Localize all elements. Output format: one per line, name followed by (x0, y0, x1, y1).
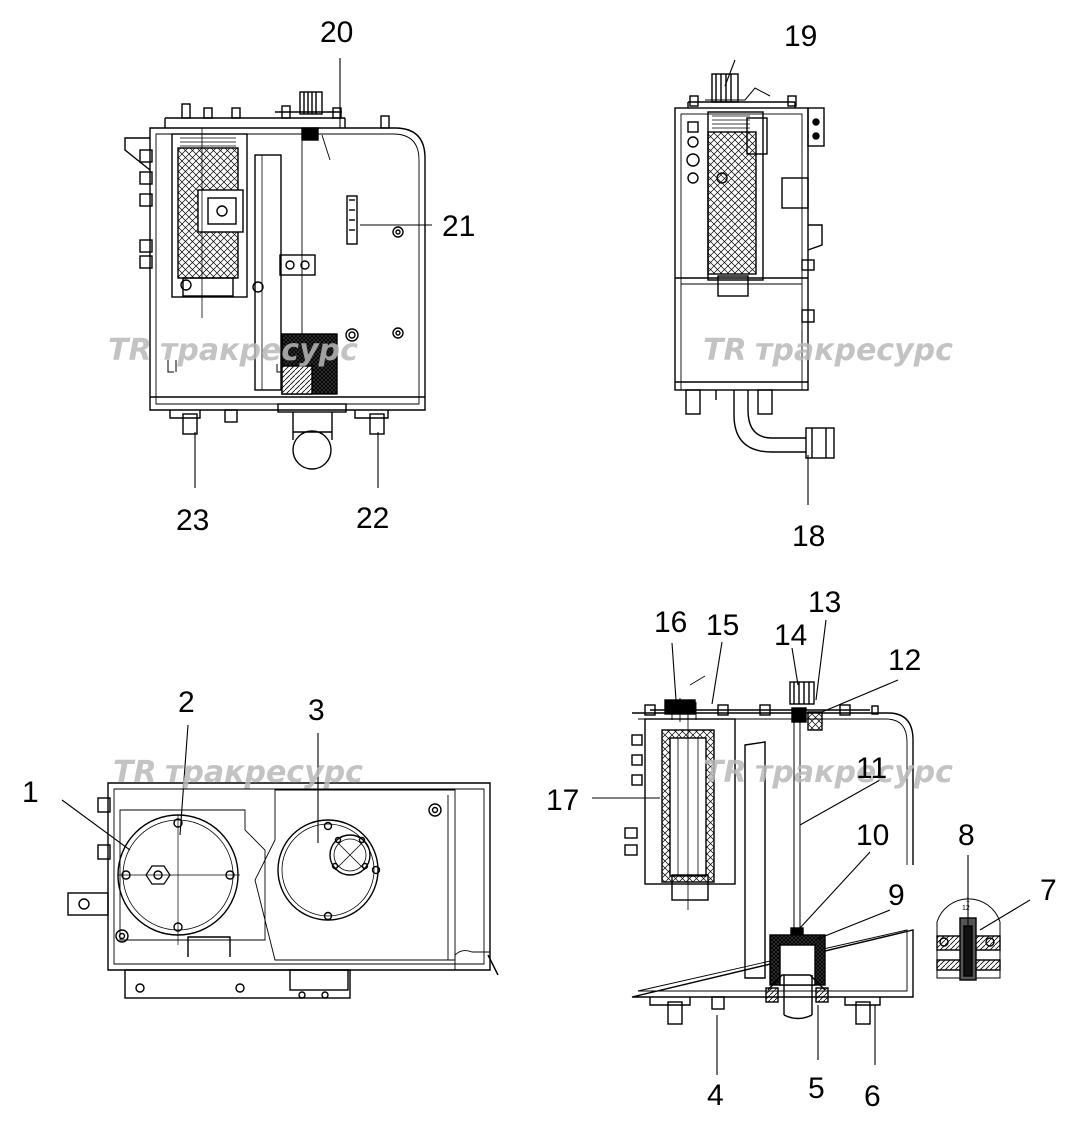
filter-housing (644, 718, 736, 885)
detail-mark: 1 (966, 897, 970, 904)
callout-4: 4 (707, 1079, 724, 1112)
watermark: TR тракресурс (703, 333, 953, 368)
thermometer (346, 195, 358, 245)
baffle (744, 741, 766, 979)
watermark-text: тракресурс (160, 333, 358, 368)
foot-bolt (855, 1001, 871, 1025)
top-bolt (281, 105, 291, 119)
watermark-logo: TR (703, 333, 747, 368)
watermark-logo: TR (113, 755, 157, 790)
breather-neck (301, 127, 319, 141)
watermark: TR тракресурс (703, 755, 953, 790)
top-bolt (181, 103, 191, 119)
detail-view (936, 898, 1001, 981)
callout-7: 7 (1040, 874, 1057, 907)
callout-23: 23 (176, 504, 209, 537)
top-bolt (380, 115, 390, 129)
breather-cap (789, 681, 815, 705)
watermark-logo: TR (108, 333, 152, 368)
callout-17: 17 (546, 784, 579, 817)
watermark-text: тракресурс (755, 333, 953, 368)
mount-bracket (67, 892, 109, 916)
callout-2: 2 (178, 686, 195, 719)
callout-9: 9 (888, 879, 905, 912)
detail-mark: 12 (962, 905, 970, 912)
callout-18: 18 (792, 520, 825, 553)
watermark: TR тракресурс (113, 755, 363, 790)
section-view (624, 675, 914, 1025)
callout-8: 8 (958, 819, 975, 852)
foot-bolt (667, 1001, 683, 1025)
outlet-pipe (733, 390, 806, 453)
top-bolt (332, 107, 342, 119)
callout-13: 13 (808, 586, 841, 619)
callout-1: 1 (22, 776, 39, 809)
callouts: 1 2 3 4 5 6 7 8 9 10 11 12 13 14 15 16 1… (22, 16, 1057, 1113)
callout-11: 11 (856, 752, 887, 785)
mount-rail (124, 969, 351, 999)
tank-outline (149, 127, 426, 411)
leader-lines (61, 58, 1031, 1075)
outlet-pipe (292, 430, 332, 470)
top-bolt (231, 107, 241, 119)
callout-15: 15 (706, 609, 739, 642)
callout-21: 21 (442, 210, 475, 243)
breather-cap (711, 73, 739, 103)
foot-bolt (369, 413, 385, 435)
callout-12: 12 (888, 644, 921, 677)
breather-cap (299, 91, 323, 115)
gauge-clamp (279, 254, 316, 276)
callout-5: 5 (808, 1072, 825, 1105)
callout-20: 20 (320, 16, 353, 49)
callout-16: 16 (654, 606, 687, 639)
filter-element (707, 131, 757, 275)
side-view (674, 73, 835, 459)
foot-bolt (685, 389, 701, 415)
callout-10: 10 (856, 819, 889, 852)
watermark-logo: TR (703, 755, 747, 790)
callout-3: 3 (308, 694, 325, 727)
watermarks: TR тракресурс TR тракресурс TR тракресур… (108, 333, 953, 790)
level-gauge (254, 154, 282, 391)
foot-bolt (757, 389, 773, 415)
foot-bolt (182, 413, 198, 435)
callout-19: 19 (784, 20, 817, 53)
callout-14: 14 (774, 619, 807, 652)
top-view (67, 782, 499, 999)
top-bolt (203, 107, 213, 119)
front-view (124, 91, 426, 470)
watermark: TR тракресурс (108, 333, 358, 368)
callout-6: 6 (864, 1080, 881, 1113)
breather-flange (329, 834, 371, 876)
watermark-text: тракресурс (165, 755, 363, 790)
watermark-text: тракресурс (755, 755, 953, 790)
callout-22: 22 (356, 502, 389, 535)
